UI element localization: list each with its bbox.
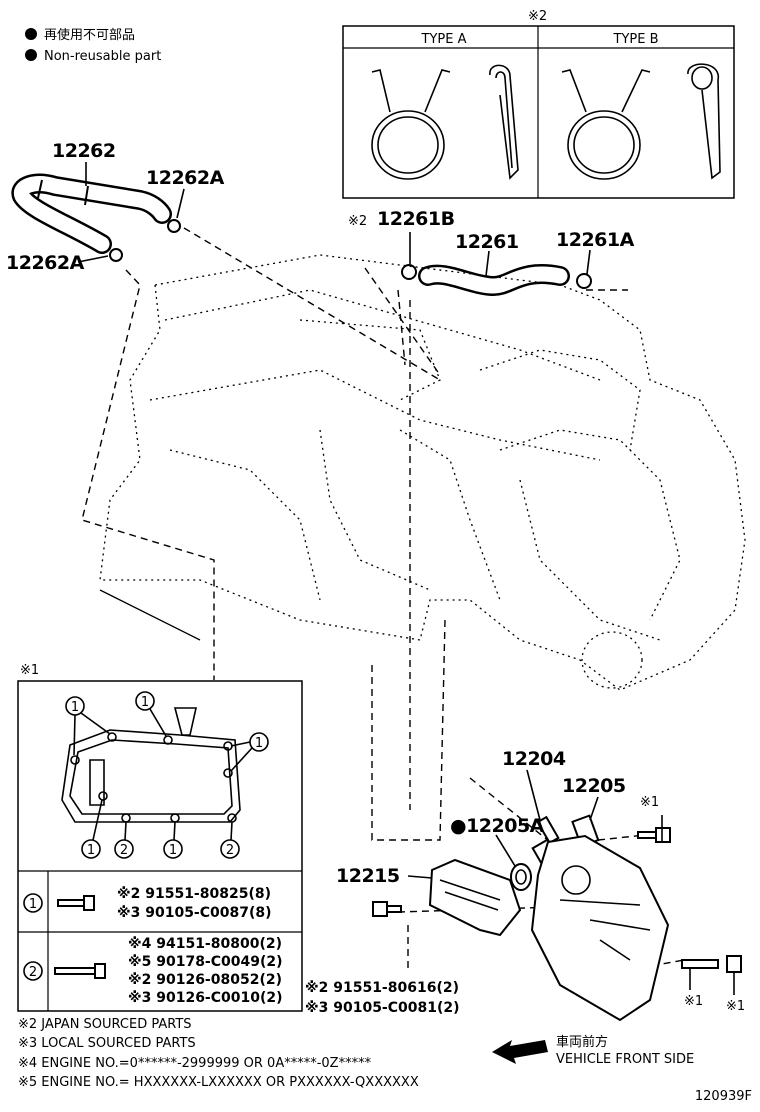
callout-1-icon: 1 xyxy=(65,696,111,756)
clip-type-b-icon xyxy=(561,63,721,180)
bolt-numbers: ※2 91551-80616(2) ※3 90105-C0081(2) xyxy=(305,980,460,1016)
svg-text:2: 2 xyxy=(226,843,234,858)
bolt-number-1: ※2 91551-80616(2) xyxy=(305,980,459,996)
bolt-icon xyxy=(372,901,402,917)
direction-jp: 車両前方 xyxy=(556,1034,608,1050)
arrow-left-icon xyxy=(492,1040,548,1064)
inset-row-2: 2 ※4 94151-80800(2) ※5 90178-C0049(2) ※2… xyxy=(23,936,283,1006)
clip-type-a-icon xyxy=(371,64,519,180)
hose-12261-icon xyxy=(418,264,570,296)
direction-en: VEHICLE FRONT SIDE xyxy=(556,1052,694,1067)
row-2-num: 2 xyxy=(29,965,37,980)
svg-text:2: 2 xyxy=(120,843,128,858)
clip-type-box: ※2 TYPE A TYPE B xyxy=(342,9,735,199)
part-12215: 12215 xyxy=(336,865,400,887)
row-1-line-2: ※3 90105-C0087(8) xyxy=(117,905,272,921)
bolt-mark-top: ※1 xyxy=(640,795,659,810)
bolt-icon xyxy=(57,895,95,911)
part-12262A-left: 12262A xyxy=(6,252,85,274)
note-3: ※3 LOCAL SOURCED PARTS xyxy=(18,1036,196,1051)
callout-1-icon: 1 xyxy=(135,691,167,737)
callout-1-icon: 1 xyxy=(163,821,183,859)
svg-text:1: 1 xyxy=(71,700,79,715)
clip-icon xyxy=(109,248,123,262)
legend-bullet-icon xyxy=(25,28,37,40)
note-4: ※4 ENGINE NO.=0******-2999999 OR 0A*****… xyxy=(18,1056,372,1071)
row-2-line-3: ※2 90126-08052(2) xyxy=(128,972,282,988)
svg-text:1: 1 xyxy=(141,695,149,710)
row-2-line-4: ※3 90126-C0010(2) xyxy=(128,990,283,1006)
bolt-mark-bottom-2: ※1 xyxy=(726,999,745,1014)
part-12204: 12204 xyxy=(502,748,566,770)
footnotes: ※2 JAPAN SOURCED PARTS ※3 LOCAL SOURCED … xyxy=(18,1017,419,1090)
figure-id: 120939F xyxy=(695,1089,752,1104)
part-12261: 12261 xyxy=(455,231,519,253)
svg-text:1: 1 xyxy=(169,843,177,858)
legend: 再使用不可部品 Non-reusable part xyxy=(25,27,161,64)
legend-bullet-icon xyxy=(25,49,37,61)
part-12262A-top: 12262A xyxy=(146,167,225,189)
clip-type-mark: ※2 xyxy=(528,9,547,24)
mark-12261B: ※2 xyxy=(348,214,367,229)
type-b-label: TYPE B xyxy=(613,32,659,47)
svg-text:1: 1 xyxy=(255,736,263,751)
svg-text:1: 1 xyxy=(87,843,95,858)
bolt-icon xyxy=(637,827,671,843)
clip-icon xyxy=(576,273,592,289)
row-2-line-2: ※5 90178-C0049(2) xyxy=(128,954,283,970)
inset-row-1: 1 ※2 91551-80825(8) ※3 90105-C0087(8) xyxy=(23,886,272,921)
part-12261B: 12261B xyxy=(377,208,455,230)
part-12205A: ●12205A xyxy=(450,815,545,837)
nut-icon xyxy=(726,955,742,973)
callout-1-icon: 1 xyxy=(81,799,103,859)
vehicle-front-indicator: 車両前方 VEHICLE FRONT SIDE xyxy=(492,1034,694,1067)
oil-separator-12215-icon xyxy=(407,858,522,937)
bolt-number-2: ※3 90105-C0081(2) xyxy=(305,1000,460,1016)
stud-bolt-icon xyxy=(681,959,719,969)
gasket-12205A-icon xyxy=(495,834,532,891)
callout-2-icon: 2 xyxy=(114,821,134,859)
gasket-inset: ※1 1 1 1 xyxy=(17,663,303,1012)
part-12262: 12262 xyxy=(52,140,116,162)
bolt-mark-bottom-1: ※1 xyxy=(684,994,703,1009)
row-1-line-1: ※2 91551-80825(8) xyxy=(117,886,271,902)
clip-icon xyxy=(401,264,417,280)
stud-bolt-icon xyxy=(54,963,106,979)
engine-assembly-icon xyxy=(99,254,746,691)
legend-jp: 再使用不可部品 xyxy=(44,27,135,43)
callout-2-icon: 2 xyxy=(220,821,240,859)
hose-12262-icon xyxy=(11,173,172,254)
note-2: ※2 JAPAN SOURCED PARTS xyxy=(18,1017,192,1032)
part-12205: 12205 xyxy=(562,775,626,797)
part-12261A: 12261A xyxy=(556,229,635,251)
note-5: ※5 ENGINE NO.= HXXXXXX-LXXXXXX OR PXXXXX… xyxy=(18,1075,419,1090)
callout-1-icon: 1 xyxy=(230,732,269,772)
legend-en: Non-reusable part xyxy=(44,49,161,64)
ventilation-case-icon xyxy=(530,834,670,1022)
row-1-num: 1 xyxy=(29,897,37,912)
clip-icon xyxy=(167,219,181,233)
row-2-line-1: ※4 94151-80800(2) xyxy=(128,936,282,952)
inset-mark: ※1 xyxy=(20,663,39,678)
type-a-label: TYPE A xyxy=(421,32,467,47)
